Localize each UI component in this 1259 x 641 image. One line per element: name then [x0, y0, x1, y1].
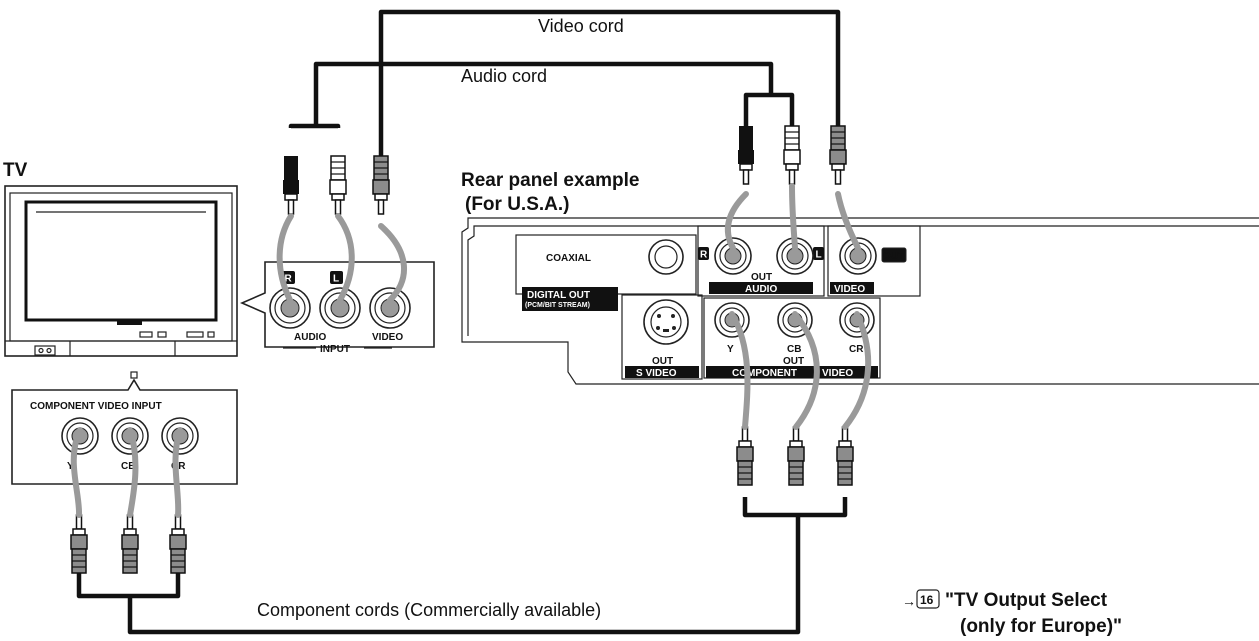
- tv-video-jack: [369, 287, 411, 329]
- rear-component-cr-label: CR: [849, 344, 864, 355]
- digital-out-sublabel: (PCM/BIT STREAM): [525, 302, 590, 309]
- component-cords-label: Component cords (Commercially available): [257, 600, 601, 620]
- rear-audio-out-label: OUT: [751, 272, 772, 283]
- video-cord-label: Video cord: [538, 16, 624, 36]
- coaxial-label: COAXIAL: [546, 253, 591, 264]
- rear-component-y-plug: [736, 426, 754, 486]
- rear-video-bar-label: VIDEO: [834, 284, 865, 295]
- rear-audio-l-label: L: [816, 250, 822, 261]
- page-reference: → 16 "TV Output Select (only for Europe)…: [902, 589, 1122, 637]
- rear-component-cb-label: CB: [787, 344, 801, 355]
- leads: [70, 183, 872, 518]
- video-cord-line: [378, 9, 841, 168]
- tv-component-cb-label: CB: [121, 461, 135, 472]
- rear-video-plug: [829, 125, 847, 185]
- reference-line-2: (only for Europe)": [960, 616, 1122, 637]
- tv-input-panel: R L AUDIO VIDEO INPUT: [239, 261, 435, 355]
- rear-panel-subtitle: (For U.S.A.): [465, 194, 570, 215]
- tv-input-r-label: R: [285, 274, 293, 285]
- tv-component-panel: COMPONENT VIDEO INPUT Y CB CR: [11, 371, 238, 485]
- tv-audio-r-plug: [282, 155, 300, 215]
- rear-audio-bar-label: AUDIO: [745, 284, 777, 295]
- digital-out-label: DIGITAL OUT: [527, 290, 590, 301]
- rear-video-jack: [839, 237, 877, 275]
- tv-illustration: [4, 185, 238, 357]
- rear-video-out-label: OUT: [883, 251, 904, 262]
- component-cord-line: [76, 497, 848, 635]
- rear-audio-r-jack: [714, 237, 752, 275]
- rear-panel-illustration: COAXIAL DIGITAL OUT (PCM/BIT STREAM) OUT…: [461, 217, 1259, 385]
- reference-line-1: "TV Output Select: [945, 590, 1108, 611]
- tv-component-cb-plug: [121, 514, 139, 574]
- page-number-label: 16: [920, 593, 934, 607]
- tv-component-cr-label: CR: [171, 461, 186, 472]
- rear-audio-r-label: R: [700, 250, 708, 261]
- audio-cord-label: Audio cord: [461, 66, 547, 86]
- coaxial-jack: [648, 239, 684, 275]
- rear-panel-title: Rear panel example: [461, 170, 639, 191]
- tv-component-cr-plug: [169, 514, 187, 574]
- svideo-bar-label: S VIDEO: [636, 368, 677, 379]
- tv-input-label: INPUT: [320, 344, 350, 355]
- cords: [76, 9, 848, 635]
- tv-audio-l-jack: [319, 287, 361, 329]
- audio-cord-line: [288, 61, 795, 130]
- arrow-icon: →: [902, 593, 916, 609]
- tv-audio-label: AUDIO: [294, 332, 326, 343]
- rear-component-cb-plug: [787, 426, 805, 486]
- rear-component-cr-plug: [836, 426, 854, 486]
- tv-video-plug: [372, 155, 390, 215]
- rear-component-y-label: Y: [727, 344, 734, 355]
- tv-input-l-badge: [330, 271, 343, 284]
- rear-audio-l-plug: [783, 125, 801, 185]
- tv-component-y-label: Y: [67, 461, 74, 472]
- tv-component-y-plug: [70, 514, 88, 574]
- tv-input-l-label: L: [333, 274, 339, 285]
- tv-label: TV: [3, 160, 28, 181]
- tv-component-title: COMPONENT VIDEO INPUT: [30, 401, 162, 412]
- tv-audio-r-jack: [269, 287, 311, 329]
- page-number-badge: [916, 589, 940, 609]
- svideo-jack: [643, 299, 689, 345]
- tv-video-label: VIDEO: [372, 332, 403, 343]
- rear-component-bar-video-label: VIDEO: [822, 368, 853, 379]
- rear-component-out-label: OUT: [783, 356, 804, 367]
- rear-audio-r-plug: [737, 125, 755, 185]
- svideo-out-label: OUT: [652, 356, 673, 367]
- tv-audio-l-plug: [329, 155, 347, 215]
- rear-component-bar-label: COMPONENT: [732, 368, 797, 379]
